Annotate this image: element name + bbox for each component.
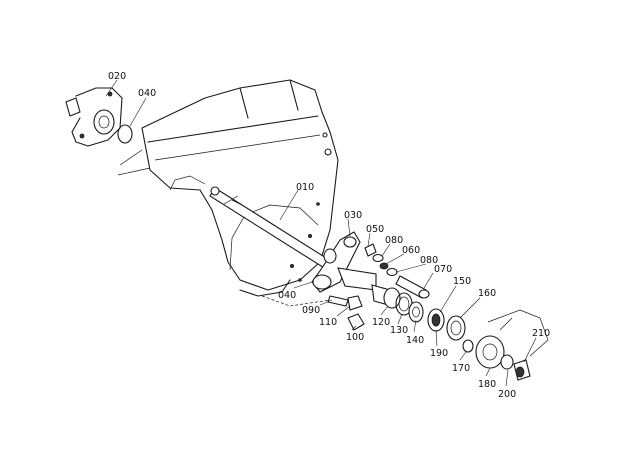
callout-010: 010 bbox=[296, 182, 314, 193]
callout-labels: 020 040 010 030 050 080 060 080 070 150 … bbox=[108, 71, 550, 400]
callout-090: 090 bbox=[302, 305, 320, 316]
callout-180: 180 bbox=[478, 379, 496, 390]
callout-210: 210 bbox=[532, 328, 550, 339]
main-shaft bbox=[209, 186, 343, 277]
callout-100: 100 bbox=[346, 332, 364, 343]
pin-stack bbox=[364, 243, 398, 277]
callout-120: 120 bbox=[372, 317, 390, 328]
yoke-arm bbox=[311, 231, 377, 293]
output-flange bbox=[475, 309, 549, 381]
pin-070 bbox=[395, 275, 430, 299]
input-flange bbox=[65, 87, 123, 147]
callout-190: 190 bbox=[430, 348, 448, 359]
callout-040-upper: 040 bbox=[138, 88, 156, 99]
callout-020: 020 bbox=[108, 71, 126, 82]
bearing-stack bbox=[371, 284, 424, 323]
callout-110: 110 bbox=[319, 317, 337, 328]
seal-stack bbox=[427, 308, 474, 353]
callout-080-upper: 080 bbox=[385, 235, 403, 246]
leader-lines bbox=[105, 79, 537, 387]
callout-170: 170 bbox=[452, 363, 470, 374]
bolt-set bbox=[261, 295, 365, 331]
callout-060: 060 bbox=[402, 245, 420, 256]
callout-130: 130 bbox=[390, 325, 408, 336]
callout-070: 070 bbox=[434, 264, 452, 275]
callout-050: 050 bbox=[366, 224, 384, 235]
callout-140: 140 bbox=[406, 335, 424, 346]
o-ring-part bbox=[117, 124, 133, 144]
callout-030: 030 bbox=[344, 210, 362, 221]
gear-case-housing bbox=[117, 79, 339, 297]
callout-160: 160 bbox=[478, 288, 496, 299]
callout-200: 200 bbox=[498, 389, 516, 400]
callout-040-lower: 040 bbox=[278, 290, 296, 301]
callout-080-lower: 080 bbox=[420, 255, 438, 266]
callout-150: 150 bbox=[453, 276, 471, 287]
